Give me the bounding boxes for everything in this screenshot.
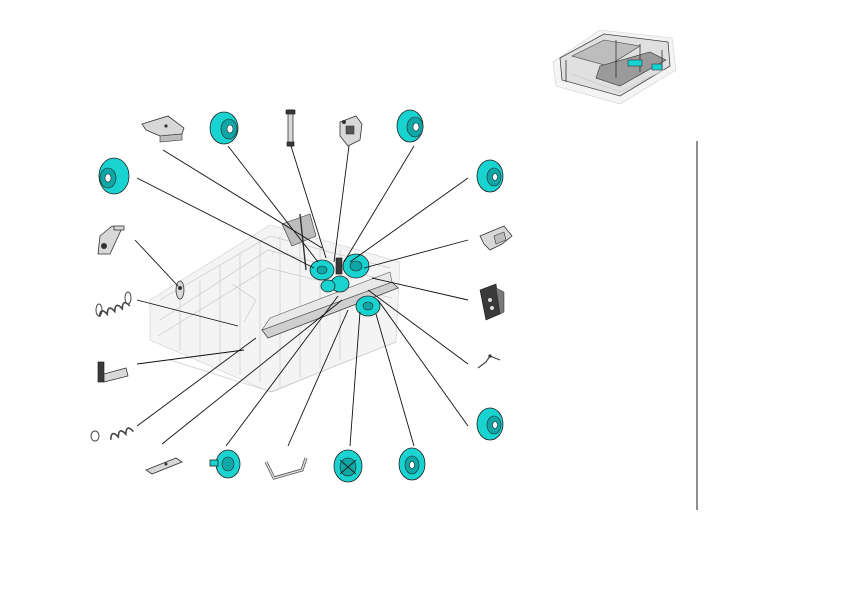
- part-lever-arm: [97, 225, 125, 255]
- gear-right-1: [476, 159, 504, 193]
- spring-with-ring: [90, 427, 134, 442]
- assembly-ghost: [149, 213, 401, 393]
- gear-left-large: [98, 157, 130, 195]
- part-flat-bar: [145, 457, 183, 475]
- leader-lines: [134, 145, 469, 447]
- gear-right-bottom: [476, 407, 504, 441]
- gear-top-right: [396, 109, 424, 143]
- gear-icon: [209, 111, 239, 145]
- clip-icon: [97, 361, 129, 383]
- part-plate-right: [479, 283, 505, 321]
- part-u-bracket: [264, 457, 308, 480]
- part-wire-link: [477, 354, 501, 369]
- gear-bottom-2: [333, 449, 363, 483]
- spring-icon: [95, 291, 132, 318]
- part-clutch-bracket-top: [339, 115, 363, 147]
- part-bracket-top-left: [141, 115, 185, 143]
- rod-icon: [285, 109, 296, 147]
- bracket-icon: [479, 225, 513, 251]
- gear-bottom-1: [209, 449, 241, 479]
- gear-bottom-3: [398, 447, 426, 481]
- assembly-locator-thumbnail: [552, 29, 677, 105]
